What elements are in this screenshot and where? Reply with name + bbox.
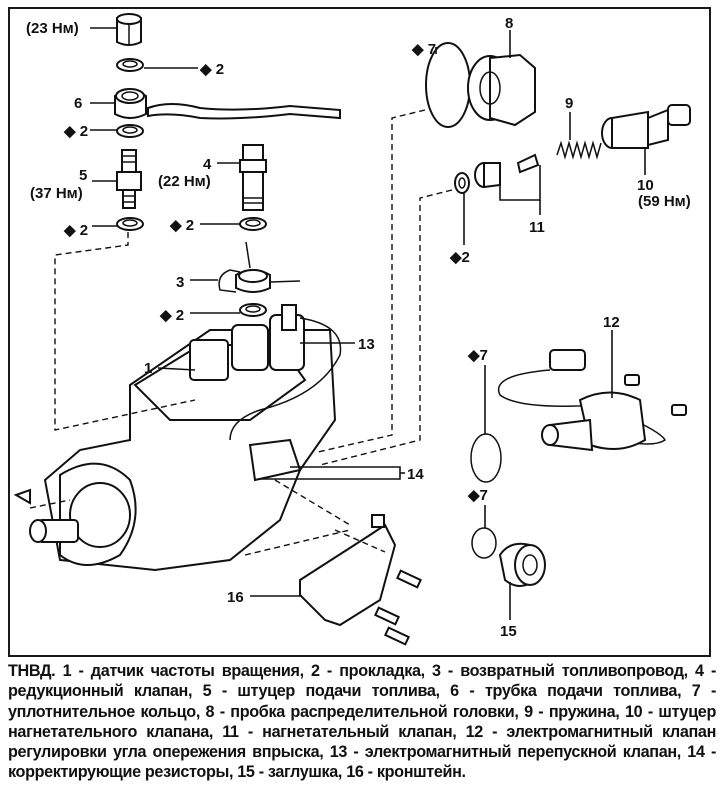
cap-nut xyxy=(116,13,142,46)
injection-pump-body xyxy=(29,304,342,572)
label-2d: ◆ 2 xyxy=(169,217,194,234)
gasket-2-b xyxy=(116,124,144,138)
bolt xyxy=(396,569,422,589)
bolt xyxy=(384,626,410,646)
assembly-line xyxy=(334,529,386,553)
assembly-line xyxy=(274,479,351,526)
fuel-fitting-5 xyxy=(116,149,142,209)
label-3: 3 xyxy=(176,274,184,291)
label-7c: ◆7 xyxy=(467,487,488,504)
delivery-valve-holder-10 xyxy=(601,104,691,149)
label-2f: ◆2 xyxy=(449,249,470,266)
bolt xyxy=(374,606,400,626)
gasket-2-e xyxy=(239,303,267,317)
gasket-2-c xyxy=(116,217,144,231)
label-torque-37: (37 Нм) xyxy=(30,185,83,202)
label-10: 10 xyxy=(637,177,654,194)
label-15: 15 xyxy=(500,623,517,640)
label-2c: ◆ 2 xyxy=(63,222,88,239)
gasket-2-f xyxy=(454,172,470,194)
label-2e: ◆ 2 xyxy=(159,307,184,324)
label-torque-22: (22 Нм) xyxy=(158,173,211,190)
label-5: 5 xyxy=(79,167,87,184)
label-4: 4 xyxy=(203,156,212,173)
label-2a: ◆ 2 xyxy=(199,61,224,78)
return-fuel-pipe-3 xyxy=(218,241,301,293)
label-6: 6 xyxy=(74,95,82,112)
assembly-line xyxy=(319,189,453,466)
label-11: 11 xyxy=(529,219,545,236)
label-7a: ◆ 7 xyxy=(411,41,436,58)
label-torque-23: (23 Нм) xyxy=(26,20,79,37)
distributor-head-plug-8 xyxy=(467,53,536,127)
leader-1 xyxy=(157,367,196,371)
reducing-valve-4 xyxy=(239,144,267,211)
fuel-supply-tube-6 xyxy=(114,88,341,120)
label-13: 13 xyxy=(358,336,375,353)
gasket-2-d xyxy=(239,217,267,231)
exploded-view-diagram: (23 Нм) ◆ 2 6 ◆ 2 5 (37 Нм) ◆ 2 4 (22 Нм… xyxy=(13,13,691,646)
assembly-line xyxy=(29,499,71,509)
delivery-valve-11 xyxy=(474,153,540,189)
assembly-line xyxy=(317,109,426,453)
plug-15 xyxy=(498,542,546,587)
label-torque-59: (59 Нм) xyxy=(638,193,691,210)
assembly-line xyxy=(244,529,351,556)
label-9: 9 xyxy=(565,95,573,112)
o-ring-7-c xyxy=(471,527,497,559)
label-7b: ◆7 xyxy=(467,347,488,364)
diagram-frame xyxy=(8,7,711,657)
woodruff-key xyxy=(13,488,31,505)
leader-11 xyxy=(499,165,541,201)
label-8: 8 xyxy=(505,15,513,32)
bracket-16 xyxy=(299,514,422,646)
gasket-2-a xyxy=(116,58,144,72)
spring-9 xyxy=(556,140,602,160)
label-14: 14 xyxy=(407,466,424,483)
o-ring-7-b xyxy=(470,433,502,483)
label-1: 1 xyxy=(144,360,152,377)
label-12: 12 xyxy=(603,314,620,331)
label-16: 16 xyxy=(227,589,244,606)
label-2b: ◆ 2 xyxy=(63,123,88,140)
figure-caption: ТНВД. 1 - датчик частоты вращения, 2 - п… xyxy=(8,662,716,782)
timing-solenoid-valve-12 xyxy=(497,349,687,452)
